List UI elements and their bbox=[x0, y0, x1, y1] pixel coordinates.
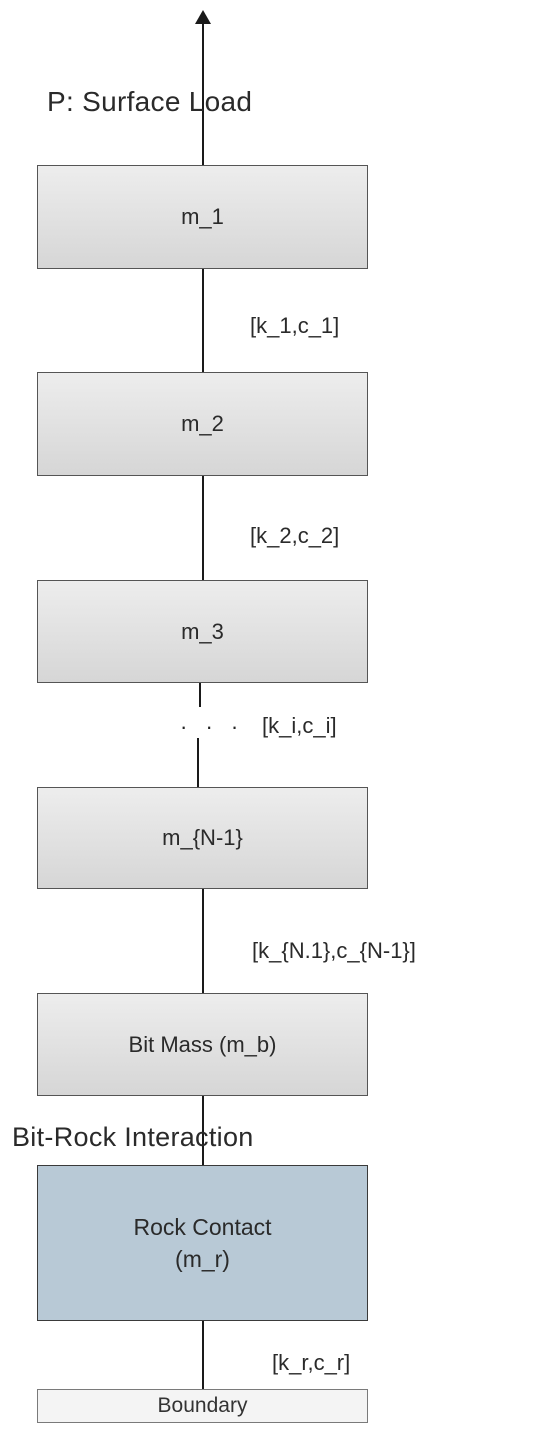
mass-m3-label: m_3 bbox=[181, 618, 224, 644]
surface-load-label: P: Surface Load bbox=[47, 86, 253, 117]
mass-mn1-box: m_{N-1} bbox=[37, 787, 368, 889]
connector-1-2 bbox=[202, 269, 204, 372]
load-arrow-shaft bbox=[202, 22, 204, 166]
rock-contact-box: Rock Contact (m_r) bbox=[37, 1165, 368, 1321]
mass-m1-box: m_1 bbox=[37, 165, 368, 269]
boundary-box: Boundary bbox=[37, 1389, 368, 1423]
spring-damper-label-i: [k_i,c_i] bbox=[262, 713, 337, 738]
connector-3-n1-lower bbox=[197, 738, 199, 787]
arrow-up-icon bbox=[195, 10, 211, 24]
mass-m2-label: m_2 bbox=[181, 411, 224, 436]
connector-n1-bit bbox=[202, 889, 204, 993]
boundary-label: Boundary bbox=[157, 1394, 248, 1417]
bit-mass-label: Bit Mass (m_b) bbox=[128, 1031, 277, 1057]
bit-rock-interaction-label: Bit-Rock Interaction bbox=[12, 1122, 254, 1152]
mass-mn1-label: m_{N-1} bbox=[162, 825, 243, 850]
spring-damper-label-1: [k_1,c_1] bbox=[250, 313, 340, 338]
spring-damper-label-2: [k_2,c_2] bbox=[250, 523, 340, 548]
connector-2-3 bbox=[202, 476, 204, 580]
spring-damper-label-n1: [k_{N.1},c_{N-1}] bbox=[252, 938, 416, 963]
connector-3-n1-upper bbox=[199, 683, 201, 707]
connector-bit-rock bbox=[202, 1096, 204, 1165]
mass-m1-label: m_1 bbox=[181, 204, 224, 229]
mass-m2-box: m_2 bbox=[37, 372, 368, 476]
ellipsis-dots: · · · bbox=[180, 714, 245, 739]
bit-mass-box: Bit Mass (m_b) bbox=[37, 993, 368, 1096]
rock-contact-line1: Rock Contact bbox=[133, 1214, 272, 1240]
spring-damper-label-r: [k_r,c_r] bbox=[272, 1350, 351, 1375]
rock-contact-line2: (m_r) bbox=[175, 1246, 230, 1272]
connector-rock-boundary bbox=[202, 1321, 204, 1389]
mass-m3-box: m_3 bbox=[37, 580, 368, 683]
